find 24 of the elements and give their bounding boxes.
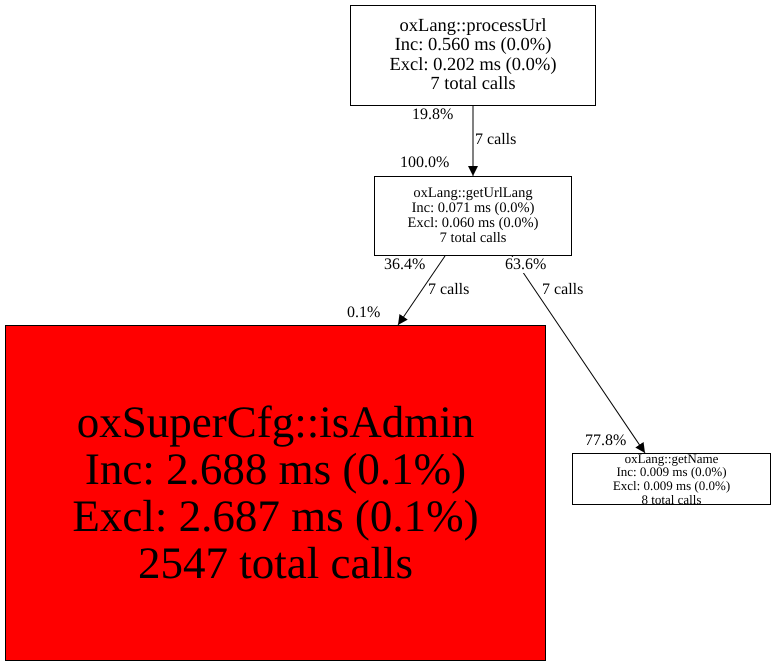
call-stat: Excl: 0.202 ms (0.0%): [390, 56, 556, 75]
call-stat: 2547 total calls: [138, 540, 413, 588]
call-stat: Inc: 0.560 ms (0.0%): [394, 36, 552, 56]
call-stat: 8 total calls: [642, 492, 702, 506]
function-name: oxLang::processUrl: [400, 16, 546, 36]
function-box: [350, 5, 596, 106]
function-name: oxSuperCfg::isAdmin: [76, 398, 474, 446]
function-name: oxLang::getName: [624, 452, 718, 466]
call-stat: Inc: 2.688 ms (0.1%): [84, 446, 466, 493]
call-stat: Excl: 0.060 ms (0.0%): [408, 216, 538, 232]
function-box: [374, 176, 572, 256]
function-name: oxLang::getUrlLang: [413, 186, 533, 201]
arrow: [398, 256, 446, 326]
arrow: [512, 256, 646, 454]
call-stat: 7 total calls: [440, 231, 506, 246]
percentage-label: 63.6%: [505, 257, 546, 273]
call-stat: Excl: 2.687 ms (0.1%): [72, 493, 479, 540]
arrow: [468, 106, 478, 176]
function-box: [5, 325, 546, 661]
function-box: [572, 453, 771, 505]
call-stat: 7 total calls: [430, 74, 516, 94]
call-stat: Inc: 0.071 ms (0.0%): [412, 200, 534, 216]
call-stat: Inc: 0.009 ms (0.0%): [616, 465, 727, 479]
call-stat: Excl: 0.009 ms (0.0%): [612, 479, 730, 493]
